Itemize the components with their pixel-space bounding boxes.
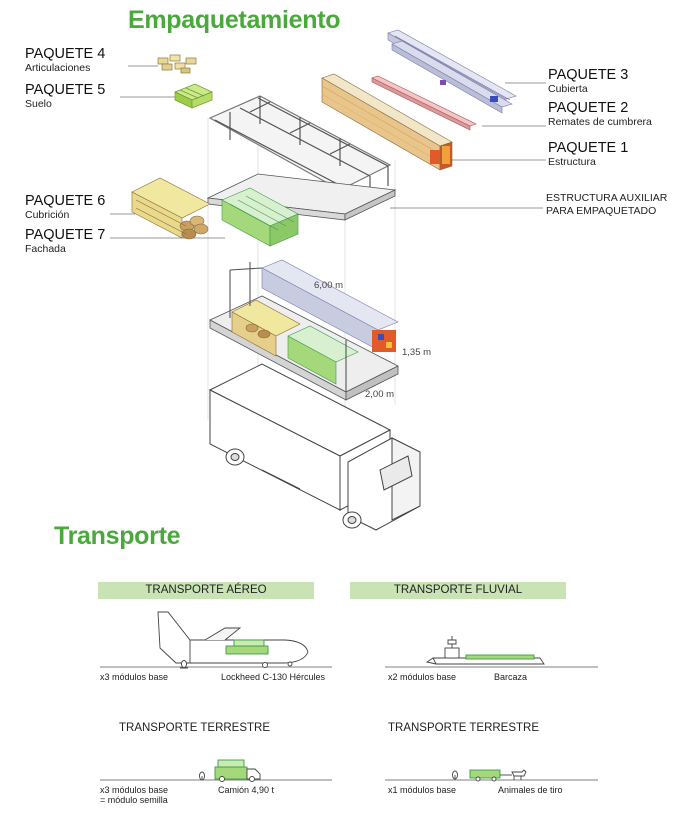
package-4-label: PAQUETE 4 Articulaciones bbox=[25, 46, 106, 75]
package-6-label: PAQUETE 6 Cubrición bbox=[25, 193, 106, 222]
small-truck bbox=[199, 759, 261, 782]
land1-modules-line: x3 módulos base bbox=[100, 785, 169, 795]
land2-modules-caption: x1 módulos base bbox=[388, 785, 457, 795]
package-2-label: PAQUETE 2 Remates de cumbrera bbox=[548, 100, 652, 129]
package-name: PAQUETE 3 bbox=[548, 67, 629, 83]
package-description: Cubrición bbox=[25, 209, 70, 221]
animal-cart bbox=[452, 769, 527, 782]
auxiliary-frame bbox=[208, 95, 392, 206]
package-7-facade bbox=[221, 187, 299, 247]
air-vehicle-caption: Lockheed C-130 Hércules bbox=[221, 672, 326, 682]
package-description: Suelo bbox=[25, 98, 52, 110]
land1-vehicle-caption: Camión 4,90 t bbox=[218, 785, 275, 795]
river-transport-band: TRANSPORTE FLUVIAL bbox=[350, 582, 566, 599]
package-1-structure bbox=[321, 73, 453, 171]
land1-modules-caption: x3 módulos base = módulo semilla bbox=[100, 785, 168, 805]
package-name: PAQUETE 5 bbox=[25, 82, 106, 98]
air-modules-caption: x3 módulos base bbox=[100, 672, 169, 682]
dimension-length: 6,00 m bbox=[314, 280, 344, 291]
river-modules-caption: x2 módulos base bbox=[388, 672, 457, 682]
package-5-label: PAQUETE 5 Suelo bbox=[25, 82, 106, 111]
river-vehicle-caption: Barcaza bbox=[494, 672, 528, 682]
package-description: Estructura bbox=[548, 156, 596, 168]
auxiliary-structure-label: ESTRUCTURA AUXILIAR PARA EMPAQUETADO bbox=[546, 192, 667, 218]
auxiliary-line-1: ESTRUCTURA AUXILIAR bbox=[546, 192, 668, 204]
aircraft-c130 bbox=[157, 611, 309, 669]
packing-heading: Empaquetamiento bbox=[128, 6, 341, 34]
package-description: Fachada bbox=[25, 243, 66, 255]
dimension-height: 1,35 m bbox=[402, 347, 432, 358]
ground-lines bbox=[100, 666, 598, 781]
land1-seed-module-line: = módulo semilla bbox=[100, 795, 168, 805]
package-7-label: PAQUETE 7 Fachada bbox=[25, 227, 106, 256]
air-transport-title: TRANSPORTE AÉREO bbox=[145, 584, 267, 596]
package-description: Remates de cumbrera bbox=[548, 116, 652, 128]
land-transport-title-1: TRANSPORTE TERRESTRE bbox=[119, 722, 271, 734]
land2-vehicle-caption: Animales de tiro bbox=[498, 785, 563, 795]
air-transport-band: TRANSPORTE AÉREO bbox=[98, 582, 314, 599]
package-3-label: PAQUETE 3 Cubierta bbox=[548, 67, 629, 96]
package-3-roof bbox=[387, 29, 517, 114]
package-name: PAQUETE 7 bbox=[25, 227, 106, 243]
package-name: PAQUETE 2 bbox=[548, 100, 629, 116]
package-name: PAQUETE 6 bbox=[25, 193, 106, 209]
assembled-pack bbox=[209, 259, 399, 401]
package-2-ridge bbox=[371, 75, 477, 131]
package-description: Cubierta bbox=[548, 83, 588, 95]
package-4-joints bbox=[157, 54, 197, 74]
package-5-floor bbox=[174, 83, 213, 109]
transport-heading: Transporte bbox=[54, 522, 181, 550]
package-name: PAQUETE 1 bbox=[548, 140, 629, 156]
package-6-tubes bbox=[131, 177, 211, 240]
dimension-width: 2,00 m bbox=[365, 389, 395, 400]
package-description: Articulaciones bbox=[25, 62, 91, 74]
package-name: PAQUETE 4 bbox=[25, 46, 106, 62]
truck bbox=[208, 363, 421, 531]
auxiliary-line-2: PARA EMPAQUETADO bbox=[546, 205, 657, 217]
package-1-label: PAQUETE 1 Estructura bbox=[548, 140, 629, 169]
barge bbox=[425, 636, 545, 665]
land-transport-title-2: TRANSPORTE TERRESTRE bbox=[388, 722, 540, 734]
river-transport-title: TRANSPORTE FLUVIAL bbox=[393, 584, 523, 596]
leader-lines bbox=[110, 65, 546, 239]
